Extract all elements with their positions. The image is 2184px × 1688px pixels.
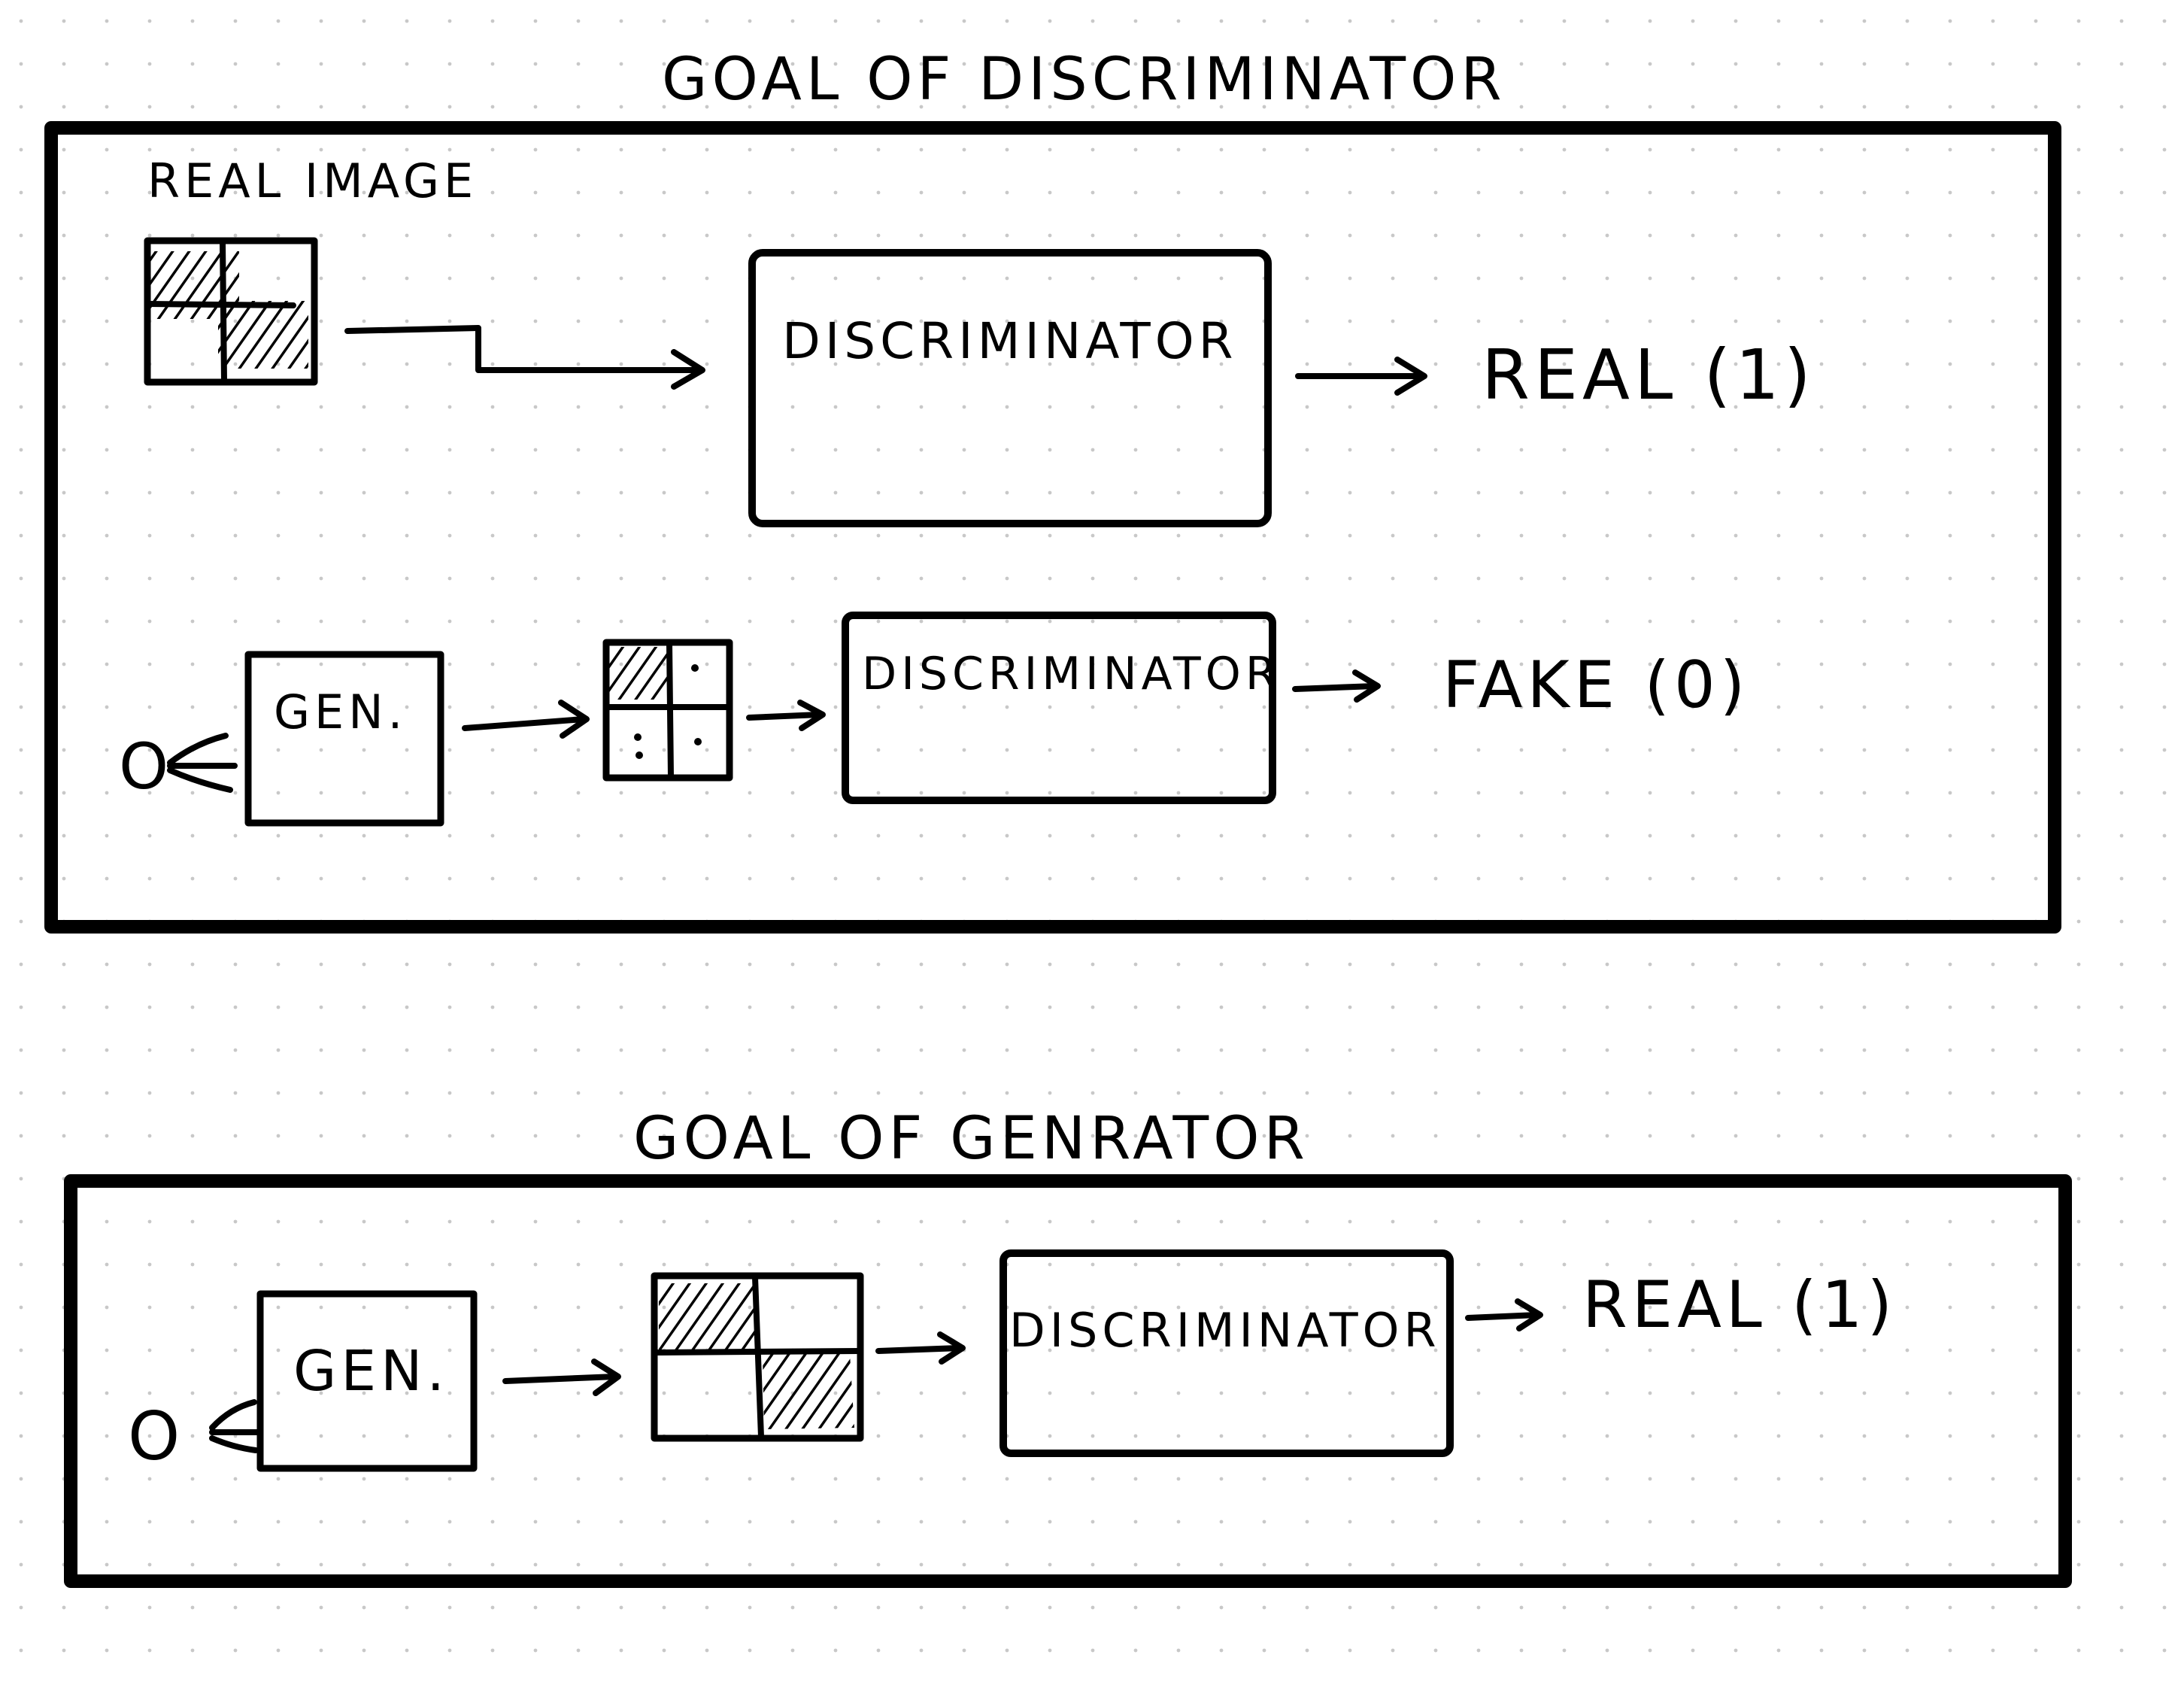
generated-image-icon bbox=[651, 1272, 864, 1442]
generator-section-title: GOAL OF GENRATOR bbox=[633, 1105, 1309, 1173]
generator-real-output-arrow bbox=[1465, 1312, 1540, 1321]
image-to-discriminator-arrow-top bbox=[746, 712, 823, 721]
discriminator-box-top-label: DISCRIMINATOR bbox=[782, 312, 1238, 370]
fake-output-arrowhead bbox=[1352, 669, 1381, 703]
discriminator-box-bottom bbox=[999, 1249, 1454, 1457]
generator-to-image-arrow-top bbox=[462, 716, 587, 731]
generator-real-output-label: REAL (1) bbox=[1582, 1268, 1897, 1343]
real-image-icon bbox=[144, 237, 318, 386]
real-image-arrowhead bbox=[671, 349, 705, 390]
discriminator-box-middle-label: DISCRIMINATOR bbox=[862, 648, 1282, 700]
generator-box-bottom-label: GEN. bbox=[293, 1339, 449, 1404]
discriminator-box-bottom-label: DISCRIMINATOR bbox=[1009, 1303, 1441, 1358]
real-image-arrow bbox=[344, 325, 702, 373]
noise-lines-bottom bbox=[209, 1399, 262, 1453]
discriminator-box-middle bbox=[842, 612, 1276, 804]
generator-box-top bbox=[244, 651, 444, 827]
real-image-label: REAL IMAGE bbox=[147, 153, 478, 208]
image-to-discriminator-arrowhead-top bbox=[797, 700, 826, 731]
generator-to-image-arrow-bottom bbox=[502, 1374, 618, 1384]
real-output-arrowhead bbox=[1394, 357, 1427, 396]
image-to-discriminator-arrowhead-bottom bbox=[937, 1331, 966, 1365]
discriminator-box-top bbox=[748, 249, 1272, 527]
generator-box-bottom bbox=[256, 1290, 478, 1472]
fake-output-label: FAKE (0) bbox=[1442, 648, 1749, 723]
discriminator-section-frame bbox=[44, 121, 2061, 934]
discriminator-section-title: GOAL OF DISCRIMINATOR bbox=[662, 46, 1506, 114]
noise-symbol-top: O bbox=[119, 730, 173, 803]
generator-section-frame bbox=[64, 1174, 2072, 1588]
generator-box-top-label: GEN. bbox=[274, 685, 407, 739]
generator-to-image-arrowhead-top bbox=[558, 700, 590, 739]
fake-image-icon bbox=[602, 639, 733, 782]
fake-output-arrow bbox=[1292, 683, 1378, 692]
real-output-label: REAL (1) bbox=[1482, 335, 1815, 415]
image-to-discriminator-arrow-bottom bbox=[875, 1345, 963, 1354]
noise-symbol-bottom: O bbox=[128, 1398, 184, 1475]
generator-real-output-arrowhead bbox=[1515, 1298, 1543, 1331]
generator-to-image-arrowhead-bottom bbox=[591, 1359, 621, 1396]
noise-lines-top bbox=[167, 733, 238, 793]
